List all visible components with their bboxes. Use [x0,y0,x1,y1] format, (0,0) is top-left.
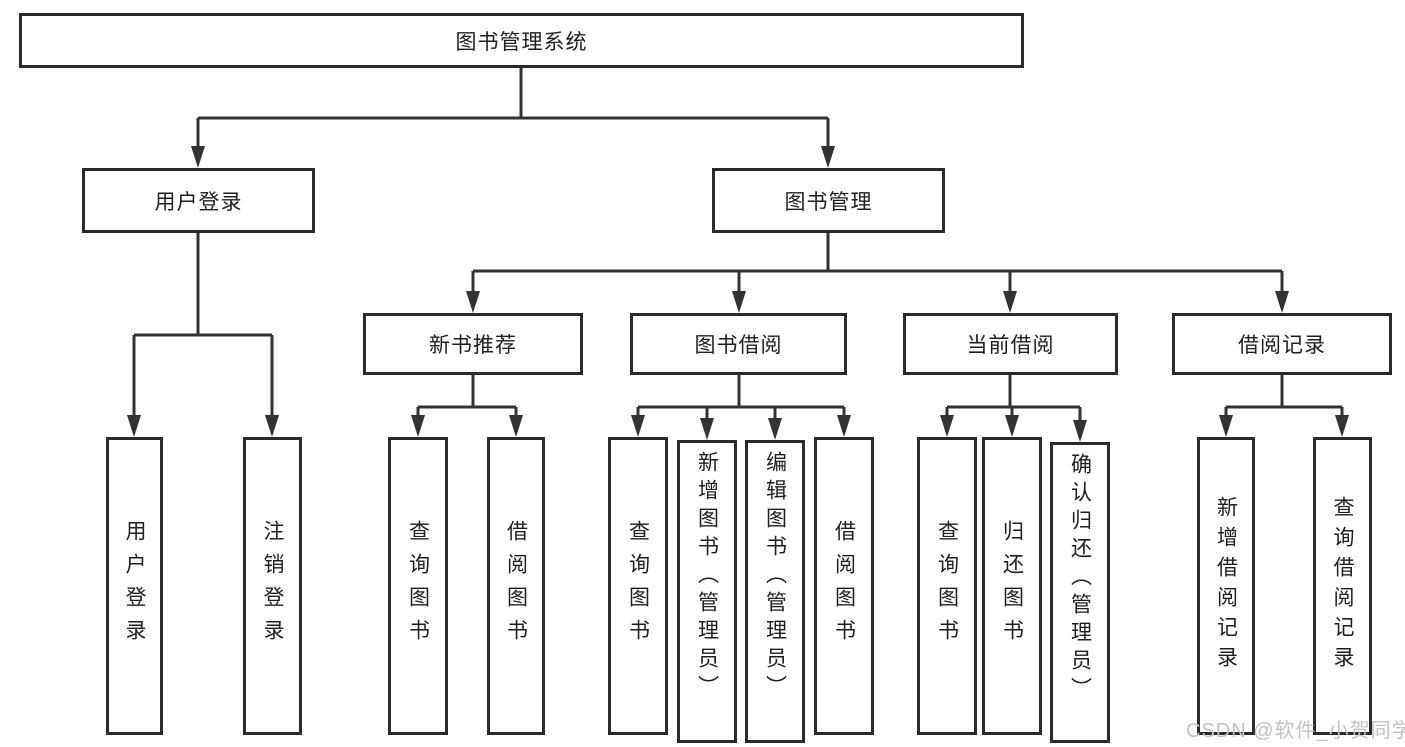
leaf-query-book-recommend-label: 查询图书 [406,520,430,652]
leaf-confirm-return-admin-label: 确认归还（管理员） [1068,453,1092,705]
leaf-borrow-book-label: 借阅图书 [832,520,856,652]
leaf-add-book-admin-label: 新增图书（管理员） [695,451,719,703]
leaf-add-borrow-record-label: 新增借阅记录 [1214,496,1238,676]
leaf-borrow-book-recommend-label: 借阅图书 [504,520,528,652]
node-root: 图书管理系统 [19,13,1024,68]
leaf-query-borrow-record: 查询借阅记录 [1313,437,1372,735]
csdn-watermark: CSDN @软件_小贺同学 [1186,720,1405,742]
arrowheads [127,146,1349,442]
leaf-query-book-recommend: 查询图书 [388,437,448,735]
node-user-login: 用户登录 [82,168,315,233]
leaf-add-borrow-record: 新增借阅记录 [1197,437,1255,735]
leaf-confirm-return-admin: 确认归还（管理员） [1050,442,1110,743]
leaf-logout-label: 注销登录 [261,520,284,652]
leaf-borrow-book-recommend: 借阅图书 [487,437,545,735]
leaf-user-login-label: 用户登录 [123,520,146,652]
node-book-management: 图书管理 [712,168,945,233]
node-book-borrow: 图书借阅 [630,313,847,375]
leaf-query-book-current: 查询图书 [917,437,977,735]
leaf-query-book-current-label: 查询图书 [935,520,959,652]
leaf-user-login: 用户登录 [106,437,163,735]
leaf-add-book-admin: 新增图书（管理员） [677,440,737,743]
leaf-return-book: 归还图书 [982,437,1042,735]
leaf-edit-book-admin: 编辑图书（管理员） [745,440,805,743]
leaf-logout: 注销登录 [243,437,302,735]
leaf-query-book-borrow-label: 查询图书 [626,520,650,652]
leaf-query-book-borrow: 查询图书 [608,437,668,735]
leaf-borrow-book: 借阅图书 [814,437,874,735]
node-current-borrow: 当前借阅 [903,313,1118,375]
node-new-book-recommend: 新书推荐 [363,313,583,375]
leaf-query-borrow-record-label: 查询借阅记录 [1331,496,1354,676]
leaf-return-book-label: 归还图书 [1000,520,1024,652]
node-borrow-records: 借阅记录 [1172,313,1392,375]
leaf-edit-book-admin-label: 编辑图书（管理员） [763,451,787,703]
